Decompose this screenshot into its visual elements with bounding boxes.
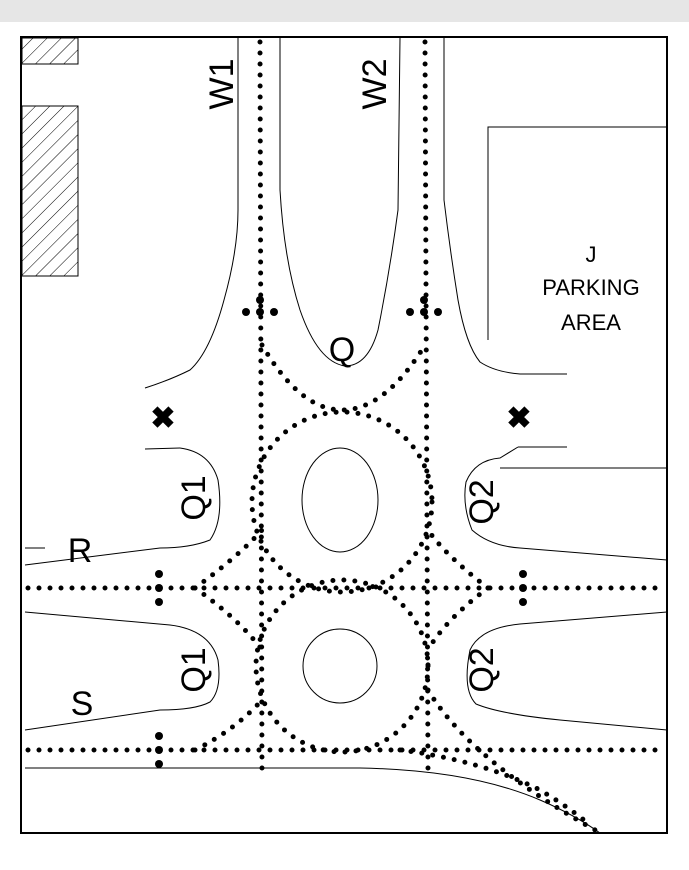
label-s: S <box>71 685 94 723</box>
label-q1-upper: Q1 <box>175 475 213 520</box>
label-q: Q <box>329 331 355 369</box>
road-edges <box>24 37 668 834</box>
building-hatched-left <box>21 105 79 277</box>
diagram-frame <box>20 36 668 834</box>
roundabout-island-lower <box>302 628 378 704</box>
label-r: R <box>68 532 93 570</box>
building-hatched-top <box>21 37 79 65</box>
marker-dots <box>155 296 527 768</box>
cross-marker-left-icon: ✖ <box>150 402 175 435</box>
label-q1-lower: Q1 <box>175 647 213 692</box>
parking-area-boundary <box>487 126 667 340</box>
parking-label-line-3: AREA <box>561 310 621 335</box>
label-q2-lower: Q2 <box>463 647 501 692</box>
parking-label-line-2: PARKING <box>542 275 639 300</box>
label-q2-upper: Q2 <box>463 479 501 524</box>
dotted-paths <box>25 39 663 833</box>
roundabout-island-upper <box>301 447 379 553</box>
top-bar <box>0 0 689 22</box>
cross-marker-right-icon: ✖ <box>506 402 531 435</box>
label-w1: W1 <box>203 59 241 110</box>
label-w2: W2 <box>356 59 394 110</box>
parking-label-line-1: J <box>586 242 597 267</box>
